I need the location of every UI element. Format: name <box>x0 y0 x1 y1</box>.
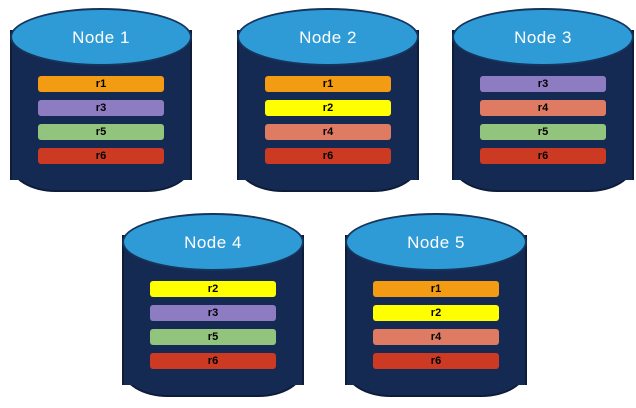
replica-bar[interactable]: r5 <box>150 329 276 345</box>
node-label: Node 4 <box>184 233 242 252</box>
replica-bar[interactable]: r1 <box>38 76 164 92</box>
replica-bar[interactable]: r4 <box>373 329 499 345</box>
replica-bar[interactable]: r6 <box>480 148 606 164</box>
replica-bar[interactable]: r4 <box>265 124 391 140</box>
node-label: Node 3 <box>514 28 572 47</box>
node-label: Node 1 <box>72 28 130 47</box>
replica-list: r1 r3 r5 r6 <box>38 76 164 164</box>
replica-bar[interactable]: r6 <box>38 148 164 164</box>
replica-bar[interactable]: r5 <box>480 124 606 140</box>
node-1[interactable]: Node 1 r1 r3 r5 r6 <box>10 8 192 196</box>
cylinder-top: Node 1 <box>10 8 192 66</box>
cylinder-top: Node 2 <box>237 8 419 66</box>
replica-bar[interactable]: r2 <box>150 281 276 297</box>
replica-bar[interactable]: r2 <box>265 100 391 116</box>
node-label: Node 2 <box>299 28 357 47</box>
replica-bar[interactable]: r5 <box>38 124 164 140</box>
cylinder-top: Node 3 <box>452 8 634 66</box>
node-4[interactable]: Node 4 r2 r3 r5 r6 <box>122 213 304 401</box>
replica-list: r1 r2 r4 r6 <box>265 76 391 164</box>
replica-bar[interactable]: r1 <box>373 281 499 297</box>
cylinder-top: Node 4 <box>122 213 304 271</box>
replica-list: r2 r3 r5 r6 <box>150 281 276 369</box>
replica-bar[interactable]: r3 <box>150 305 276 321</box>
replica-bar[interactable]: r6 <box>373 353 499 369</box>
node-2[interactable]: Node 2 r1 r2 r4 r6 <box>237 8 419 196</box>
replica-bar[interactable]: r4 <box>480 100 606 116</box>
replica-bar[interactable]: r3 <box>38 100 164 116</box>
replica-bar[interactable]: r6 <box>265 148 391 164</box>
replica-bar[interactable]: r2 <box>373 305 499 321</box>
replica-list: r3 r4 r5 r6 <box>480 76 606 164</box>
replica-bar[interactable]: r1 <box>265 76 391 92</box>
node-label: Node 5 <box>407 233 465 252</box>
replica-bar[interactable]: r3 <box>480 76 606 92</box>
node-3[interactable]: Node 3 r3 r4 r5 r6 <box>452 8 634 196</box>
replica-bar[interactable]: r6 <box>150 353 276 369</box>
cylinder-top: Node 5 <box>345 213 527 271</box>
replica-list: r1 r2 r4 r6 <box>373 281 499 369</box>
node-5[interactable]: Node 5 r1 r2 r4 r6 <box>345 213 527 401</box>
